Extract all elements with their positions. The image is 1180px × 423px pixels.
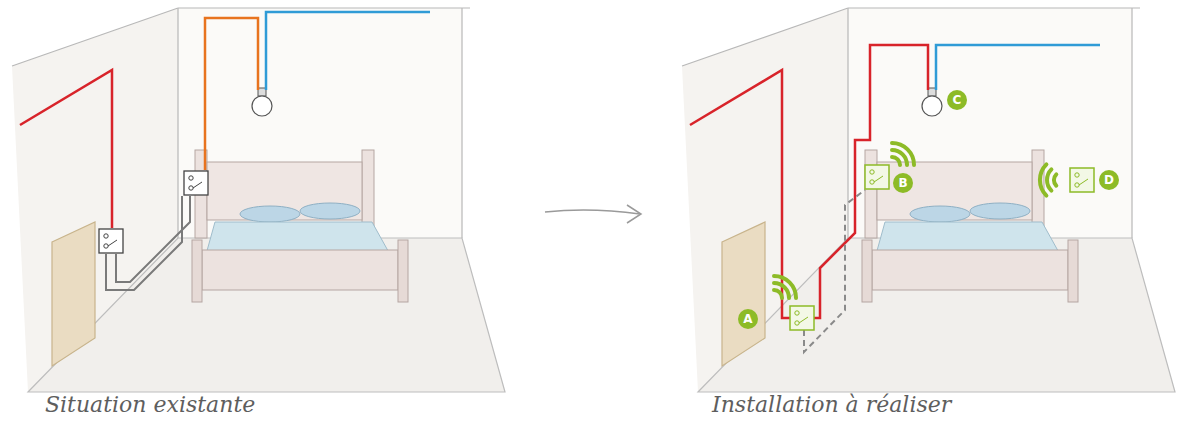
- switched-wire: [814, 45, 928, 318]
- callout-letter: D: [1099, 170, 1119, 190]
- callout-letter: C: [947, 90, 967, 110]
- neutral-wire: [936, 45, 1100, 90]
- live-wire: [20, 70, 112, 228]
- switch-symbol: [99, 229, 123, 253]
- live-wire: [690, 70, 790, 318]
- radio-waves: [774, 143, 1056, 298]
- neutral-wire: [266, 12, 430, 90]
- caption: Situation existante: [45, 392, 255, 418]
- existing-room: [12, 8, 505, 392]
- switched-wire: [205, 18, 258, 170]
- wireless-switch: [865, 165, 889, 189]
- wireless-switch: [1070, 168, 1094, 192]
- wireless-switch: [790, 306, 814, 330]
- transition-arrow: [545, 205, 641, 223]
- callout-letter: B: [893, 173, 913, 193]
- traveller-wire: [116, 196, 190, 282]
- callout-letter: A: [738, 309, 758, 329]
- switch-symbol: [184, 171, 208, 195]
- new-room: [682, 8, 1175, 392]
- caption: Installation à réaliser: [712, 392, 951, 418]
